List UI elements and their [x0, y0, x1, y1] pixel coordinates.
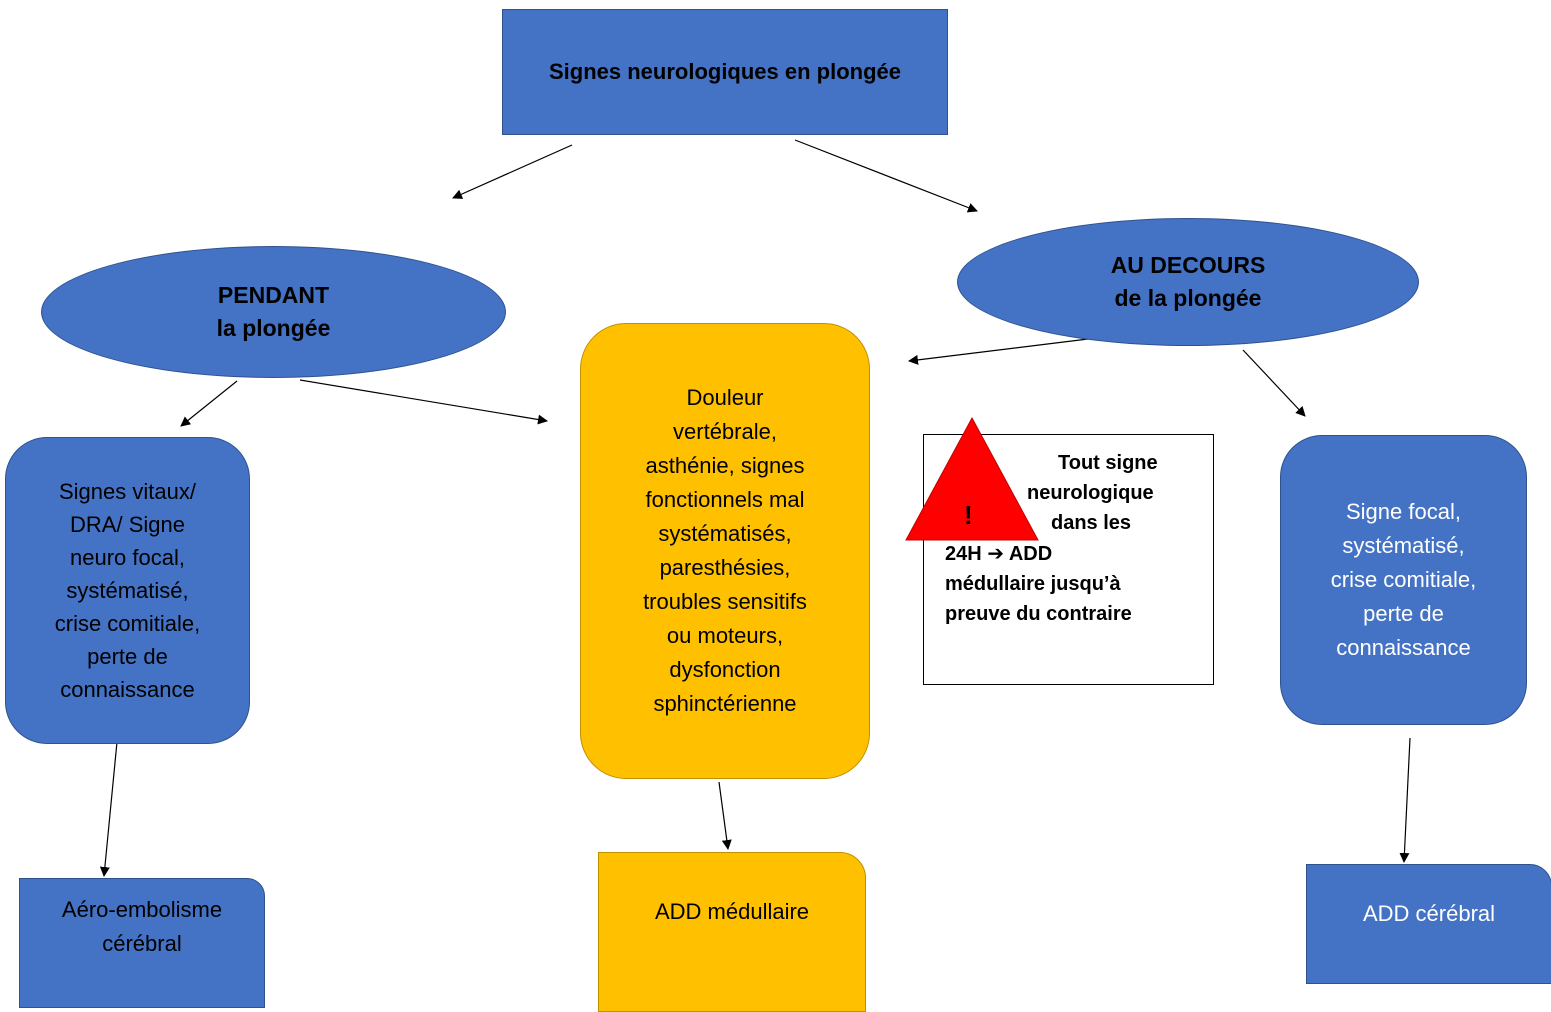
left-signs-line: systématisé,: [66, 578, 189, 603]
warning-line: Tout signe: [1058, 452, 1158, 474]
title-box: Signes neurologiques en plongée: [502, 9, 948, 135]
right-signs-line: systématisé,: [1342, 533, 1465, 558]
arrow-right-signs-to-result: [1399, 737, 1411, 863]
decours-label-line1: AU DECOURS: [1110, 252, 1266, 278]
center-signs-line: troubles sensitifs: [643, 589, 807, 614]
right-signs-box: Signe focal, systématisé, crise comitial…: [1280, 435, 1527, 725]
left-result-box: Aéro-embolisme cérébral: [19, 878, 265, 1008]
center-result-box: ADD médullaire: [598, 852, 866, 1012]
warning-line: preuve du contraire: [945, 603, 1132, 625]
center-signs-line: asthénie, signes: [645, 453, 805, 478]
warning-triangle-icon: !: [905, 416, 1039, 541]
warning-line: dans les: [1051, 512, 1132, 534]
left-signs-line: Signes vitaux/: [59, 479, 196, 504]
warning-line: médullaire jusqu’à: [945, 573, 1121, 595]
warning-symbol: !: [964, 500, 973, 530]
right-signs-line: connaissance: [1336, 635, 1471, 660]
center-signs-line: sphinctérienne: [653, 691, 797, 716]
left-signs-line: perte de: [87, 644, 168, 669]
warning-line: neurologique: [1027, 482, 1154, 504]
arrow-title-to-decours: [794, 139, 978, 213]
left-signs-line: connaissance: [60, 677, 195, 702]
right-result-label: ADD cérébral: [1362, 901, 1496, 926]
warning-text: Tout signe neurologique dans les 24H ➔ A…: [945, 448, 1205, 629]
center-signs-line: dysfonction: [669, 657, 781, 682]
decours-node: AU DECOURS de la plongée: [957, 218, 1419, 346]
center-signs-line: ou moteurs,: [666, 623, 784, 648]
left-signs-line: crise comitiale,: [54, 611, 201, 636]
left-result-line: Aéro-embolisme: [61, 897, 223, 922]
arrow-left-signs-to-result: [99, 741, 118, 877]
right-signs-line: Signe focal,: [1346, 499, 1461, 524]
decours-label-line2: de la plongée: [1114, 285, 1262, 311]
pendant-node: PENDANT la plongée: [41, 246, 506, 378]
right-result-box: ADD cérébral: [1306, 864, 1551, 984]
right-signs-line: crise comitiale,: [1330, 567, 1477, 592]
connector-arrows: [99, 139, 1411, 877]
arrow-decours-to-right-signs: [1242, 349, 1306, 417]
arrow-center-signs-to-result: [718, 781, 732, 850]
left-result-line: cérébral: [102, 931, 182, 956]
center-signs-line: fonctionnels mal: [645, 487, 805, 512]
arrow-pendant-to-left-signs: [180, 380, 238, 427]
left-signs-line: DRA/ Signe: [70, 512, 185, 537]
center-signs-line: systématisés,: [658, 521, 792, 546]
center-signs-line: Douleur: [686, 385, 764, 410]
warning-line-add: ADD: [1008, 543, 1053, 565]
center-signs-line: vertébrale,: [673, 419, 777, 444]
center-signs-line: paresthésies,: [659, 555, 791, 580]
pendant-label-line2: la plongée: [216, 315, 331, 341]
pendant-label-line1: PENDANT: [217, 282, 330, 308]
center-result-label: ADD médullaire: [654, 899, 810, 924]
arrow-decours-to-center-signs: [908, 338, 1089, 365]
diagram-title: Signes neurologiques en plongée: [548, 59, 902, 84]
center-signs-box: Douleur vertébrale, asthénie, signes fon…: [580, 323, 870, 779]
warning-line-24h: 24H: [945, 543, 982, 565]
arrow-pendant-to-center-signs: [299, 379, 548, 425]
arrow-title-to-pendant: [452, 144, 573, 199]
left-signs-line: neuro focal,: [70, 545, 185, 570]
right-signs-line: perte de: [1363, 601, 1444, 626]
left-signs-box: Signes vitaux/ DRA/ Signe neuro focal, s…: [5, 437, 250, 744]
right-arrow-icon: ➔: [987, 541, 1005, 565]
